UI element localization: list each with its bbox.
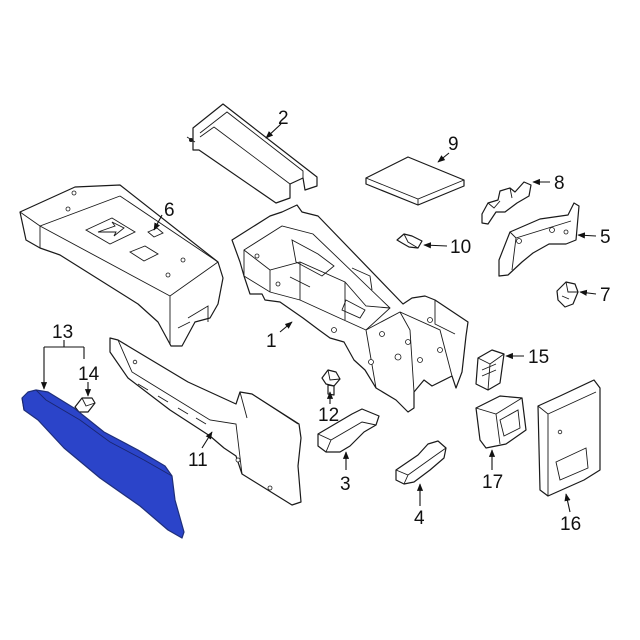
- part-8-clip[interactable]: [481, 181, 532, 225]
- part-2-bracket[interactable]: [186, 103, 318, 204]
- callout-11: 11: [188, 450, 208, 471]
- part-14-clip[interactable]: [74, 397, 96, 413]
- part-9-pad[interactable]: [365, 156, 465, 206]
- callout-16: 16: [560, 514, 581, 535]
- callout-9: 9: [448, 134, 459, 155]
- part-7-clip[interactable]: [556, 281, 579, 308]
- callout-17: 17: [482, 472, 503, 493]
- callout-4: 4: [414, 508, 425, 529]
- callout-14: 14: [78, 364, 100, 385]
- callout-13: 13: [52, 322, 73, 343]
- leader-lines: [40, 123, 597, 513]
- callout-7: 7: [600, 285, 611, 306]
- callout-2: 2: [278, 108, 289, 129]
- callout-15: 15: [528, 347, 549, 368]
- part-15-bracket[interactable]: [475, 349, 505, 391]
- part-4-bracket[interactable]: [395, 440, 447, 485]
- callout-labels: 2 9 8 6 5 10 7 1 15 13 14 12 11 3 17 4 1…: [52, 108, 611, 535]
- part-5-bracket[interactable]: [498, 202, 580, 277]
- callout-1: 1: [266, 331, 277, 352]
- part-6-console-lid[interactable]: [19, 184, 224, 347]
- part-3-bracket[interactable]: [317, 408, 380, 453]
- part-10-clip[interactable]: [396, 233, 423, 249]
- part-1-frame[interactable]: [231, 204, 469, 413]
- part-12-screw[interactable]: [321, 369, 341, 396]
- part-17-pocket[interactable]: [475, 395, 527, 449]
- part-11-side-panel[interactable]: [109, 337, 302, 506]
- callout-5: 5: [600, 227, 611, 248]
- callout-8: 8: [554, 173, 565, 194]
- callout-6: 6: [164, 200, 175, 221]
- part-13-trim-panel[interactable]: [21, 389, 185, 539]
- callout-10: 10: [450, 237, 471, 258]
- part-16-rear-panel[interactable]: [537, 379, 601, 497]
- callout-3: 3: [340, 474, 351, 495]
- callout-12: 12: [318, 405, 339, 426]
